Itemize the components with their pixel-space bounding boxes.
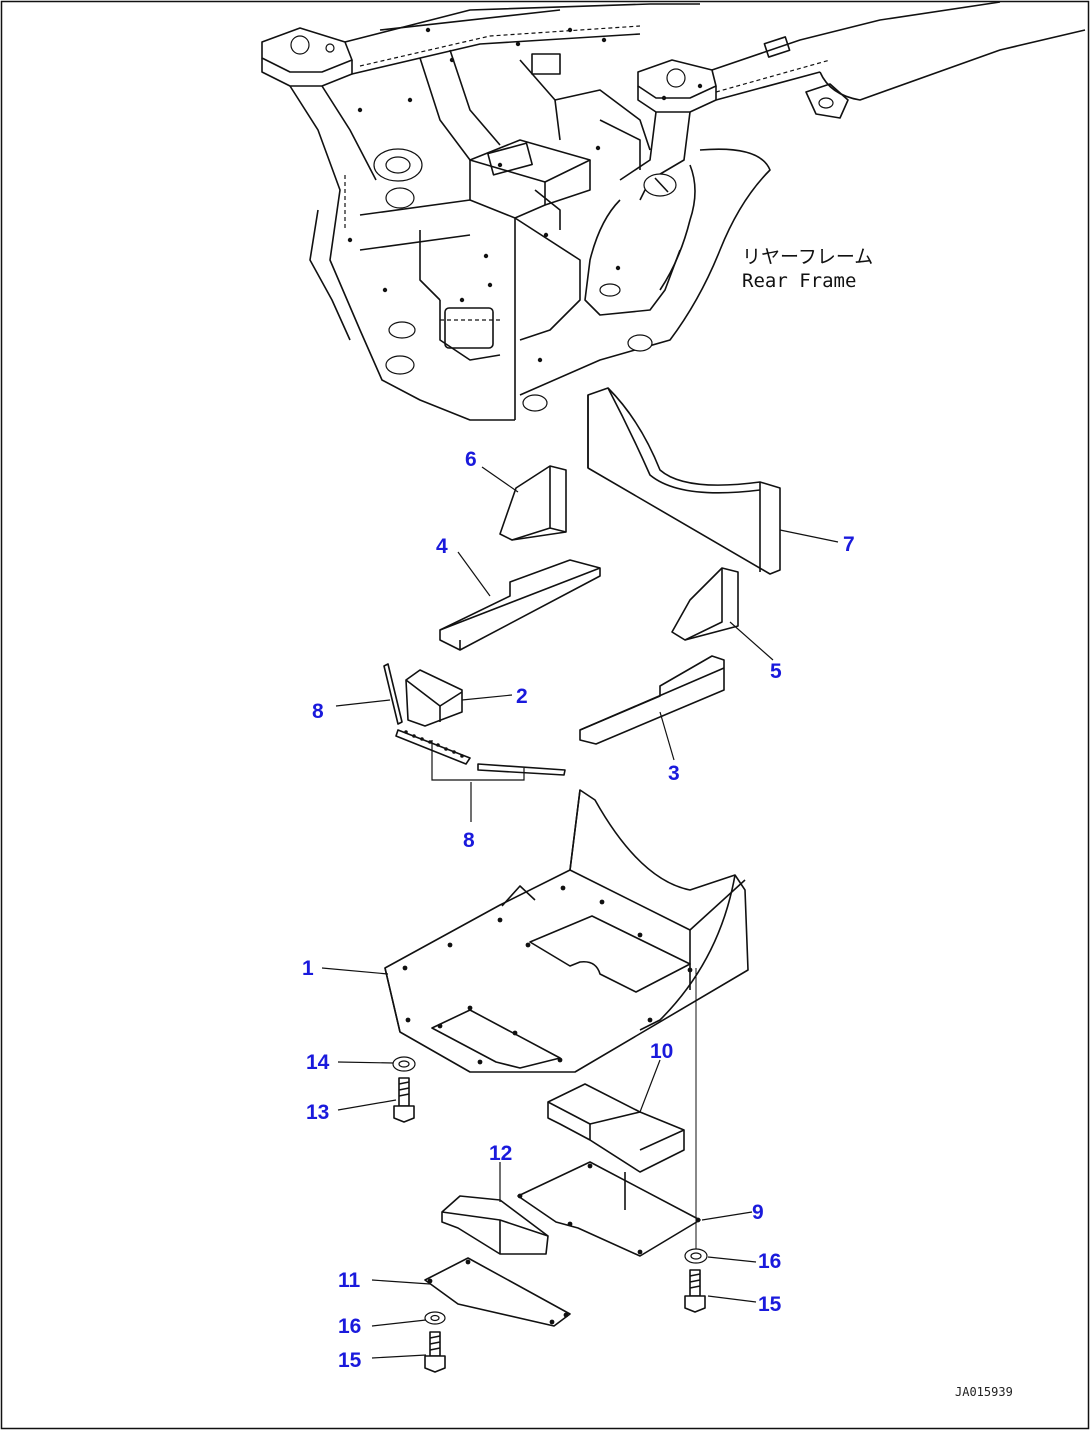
part-11-small-plate: [424, 1257, 571, 1327]
callout-2: 2: [516, 685, 528, 708]
part-4-long-bar: [439, 559, 601, 651]
part-10-pad: [547, 1083, 685, 1173]
callout-9: 9: [752, 1201, 764, 1224]
callout-4: 4: [436, 535, 448, 558]
part-3-long-bar: [579, 655, 725, 745]
washer-16-right: [684, 1248, 708, 1264]
part-7-large-curved-pad: [587, 387, 781, 575]
callout-14: 14: [306, 1051, 330, 1074]
callout-numbers: 1 2 3 4 5 6 7 8 8 9 10 11 12 13 14 15 15…: [302, 448, 855, 1372]
part-2-triangle-pad: [405, 669, 463, 727]
part-1-undercover-plate: [384, 789, 749, 1073]
rear-frame-label-english: Rear Frame: [742, 270, 856, 292]
bolt-15-left: [424, 1331, 446, 1373]
part-8-seal-strips: [383, 663, 566, 781]
frame-bolt-dots: [347, 27, 703, 363]
callout-16-left: 16: [338, 1315, 361, 1338]
callout-10: 10: [650, 1040, 673, 1063]
callout-8-lower: 8: [463, 829, 475, 852]
callout-15-left: 15: [338, 1349, 362, 1372]
washer-14: [392, 1056, 416, 1072]
callout-6: 6: [465, 448, 477, 471]
callout-16-right: 16: [758, 1250, 781, 1273]
callout-1: 1: [302, 957, 314, 980]
rear-frame-label-japanese: リヤーフレーム: [742, 246, 873, 268]
drawing-code: JA015939: [955, 1385, 1013, 1399]
bolt-13: [393, 1077, 415, 1123]
part-6-wedge-pad: [499, 465, 567, 541]
rear-frame-drawing: [261, 1, 1086, 421]
washer-16-left: [424, 1311, 446, 1325]
part-9-cover-plate: [517, 968, 701, 1257]
callout-8-upper: 8: [312, 700, 324, 723]
callout-7: 7: [843, 533, 855, 556]
callout-13: 13: [306, 1101, 329, 1124]
part-5-wedge-pad: [671, 567, 739, 641]
callout-3: 3: [668, 762, 680, 785]
callout-11: 11: [338, 1269, 361, 1292]
leader-lines: [321, 466, 839, 1359]
callout-12: 12: [489, 1142, 512, 1165]
bolt-15-right: [684, 1269, 706, 1313]
part-12-block: [441, 1195, 549, 1255]
callout-15-right: 15: [758, 1293, 782, 1316]
callout-5: 5: [770, 660, 782, 683]
